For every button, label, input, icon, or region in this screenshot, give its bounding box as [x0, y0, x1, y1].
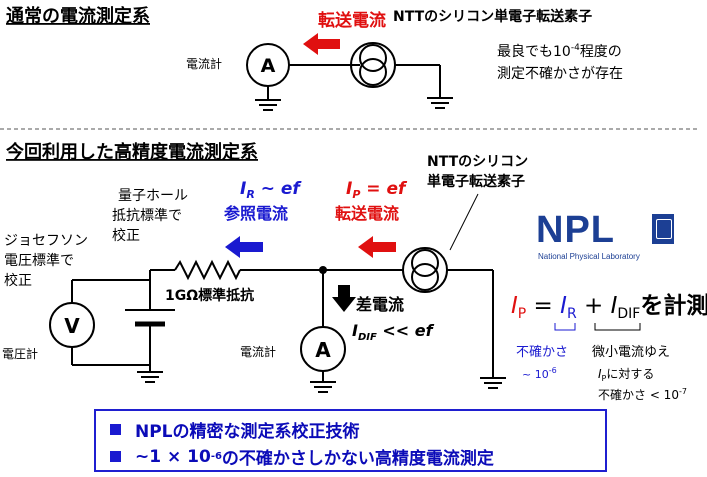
summary-text-2-prefix: ~1 × 10	[135, 446, 211, 467]
bottom-title: 今回利用した高精度電流測定系	[6, 141, 258, 163]
top-device-coil-1	[359, 44, 387, 72]
ref-current-arrow	[225, 236, 263, 258]
summary-line-1: NPLの精密な測定系校正技術	[110, 417, 360, 442]
standard-resistor	[174, 259, 241, 281]
resistor-label: 1GΩ標準抵抗	[165, 287, 254, 304]
measurement-equation: IP = IR + IDIFを計測	[511, 292, 707, 322]
bottom-device-outer	[402, 247, 448, 293]
top-transfer-arrow	[303, 33, 340, 55]
bottom-ammeter-symbol: A	[315, 338, 331, 362]
bottom-device-coil-1	[411, 249, 439, 277]
summary-text-1: NPLの精密な測定系校正技術	[135, 422, 360, 442]
top-title: 通常の電流測定系	[6, 5, 150, 27]
top-ammeter-symbol: A	[261, 55, 276, 77]
ir-bracket	[554, 323, 576, 331]
top-note-line2: 測定不確かさが存在	[497, 66, 623, 82]
bottom-device-coil-2	[411, 263, 439, 291]
bottom-device-line2: 単電子転送素子	[427, 173, 525, 190]
bottom-transfer-arrow	[358, 236, 396, 258]
npl-subtitle: National Physical Laboratory	[538, 252, 640, 261]
square-bullet-icon	[110, 424, 121, 435]
summary-text-2-exp: -6	[210, 451, 222, 462]
ir-formula: IR ~ ef	[240, 179, 302, 201]
small-line3: 不確かさ < 10-7	[598, 387, 687, 402]
small-line2: IPに対する	[598, 367, 654, 383]
diff-current-label: 差電流	[356, 295, 404, 314]
bottom-transfer-label: 転送電流	[335, 204, 399, 223]
square-bullet-icon	[110, 451, 121, 462]
small-line1: 微小電流ゆえ	[592, 345, 670, 360]
bottom-device-line1: NTTのシリコン	[427, 154, 528, 170]
npl-logo: NPL National Physical Laboratory	[536, 208, 680, 266]
unc-line2: ~ 10-6	[522, 366, 557, 381]
ref-current-label: 参照電流	[224, 204, 288, 223]
bottom-ammeter-label: 電流計	[240, 344, 276, 359]
josephson-line2: 電圧標準で	[4, 253, 74, 269]
ip-formula: IP = ef	[346, 179, 408, 201]
voltmeter-symbol: V	[64, 314, 80, 338]
voltmeter-label: 電圧計	[2, 346, 38, 361]
hall-line2: 抵抗標準で	[112, 208, 182, 224]
top-transfer-label: 転送電流	[318, 10, 386, 31]
top-note-line1: 最良でも10-4程度の	[497, 43, 622, 60]
top-device-label: NTTのシリコン単電子転送素子	[393, 8, 592, 25]
josephson-line3: 校正	[4, 272, 32, 289]
hall-line3: 校正	[112, 227, 140, 244]
top-ammeter-label: 電流計	[186, 56, 222, 71]
diff-current-arrow	[332, 285, 356, 312]
hall-line1: 量子ホール	[118, 188, 188, 204]
idif-formula: IDIF << ef	[352, 321, 435, 343]
josephson-line1: ジョセフソン	[4, 233, 88, 249]
unc-line1: 不確かさ	[516, 344, 568, 360]
npl-crest-icon	[652, 214, 674, 244]
device-pointer-line	[449, 193, 479, 251]
summary-text-2-suffix: の不確かさしかない高精度電流測定	[221, 449, 494, 469]
top-device-coil-2	[359, 58, 387, 86]
npl-name: NPL	[536, 209, 615, 251]
idif-bracket	[594, 323, 641, 331]
